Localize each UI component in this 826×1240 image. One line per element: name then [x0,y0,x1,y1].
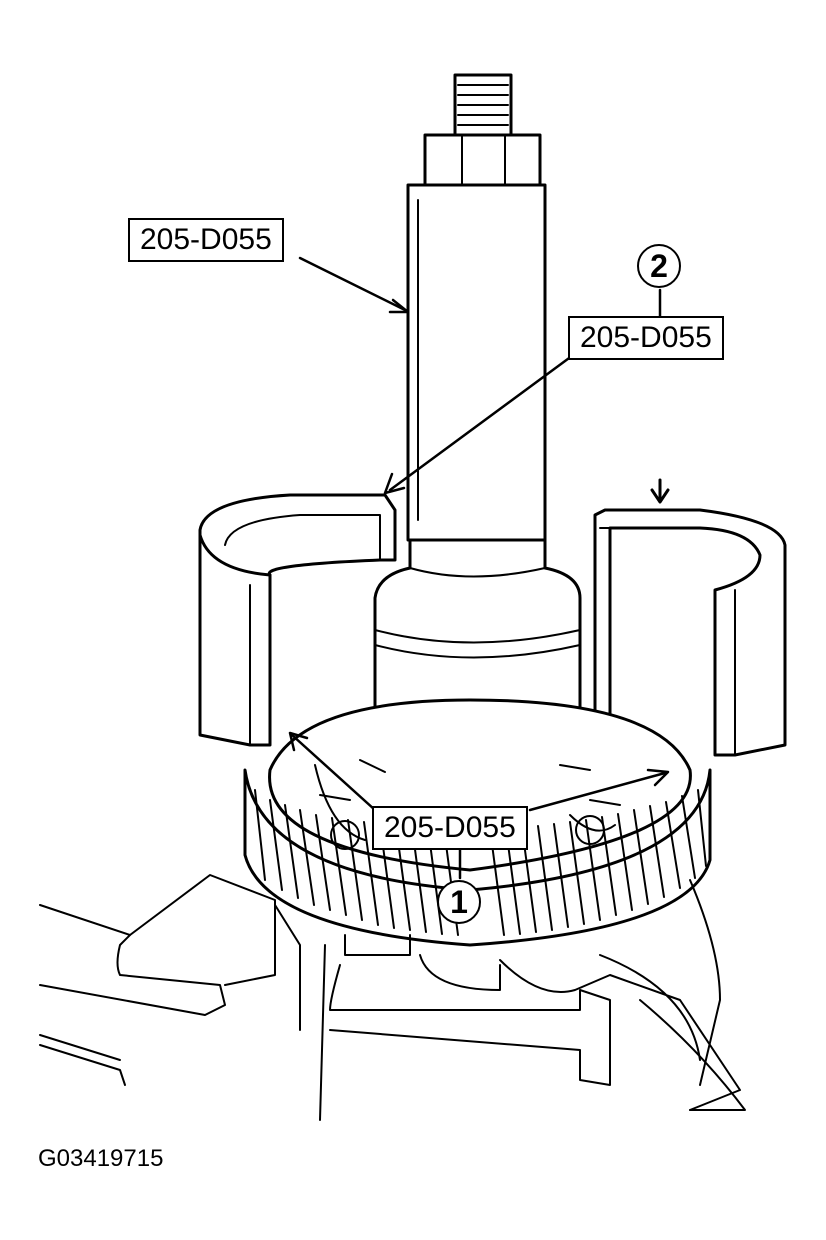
figure-id: G03419715 [38,1145,164,1172]
leader-lines [288,256,670,880]
tool-label-base: 205-D055 [372,806,528,850]
shaft-nut [423,133,542,187]
callout-1: 1 [437,880,481,924]
forcing-screw-shaft [406,183,547,542]
holding-fixture [39,874,746,1121]
right-adapter-half [593,508,787,757]
left-adapter-half [198,493,397,747]
callout-2: 2 [637,244,681,288]
threaded-rod [453,73,513,137]
tool-label-shaft: 205-D055 [128,218,284,262]
right-half-arrow-icon [650,478,670,504]
tool-label-cup: 205-D055 [568,316,724,360]
